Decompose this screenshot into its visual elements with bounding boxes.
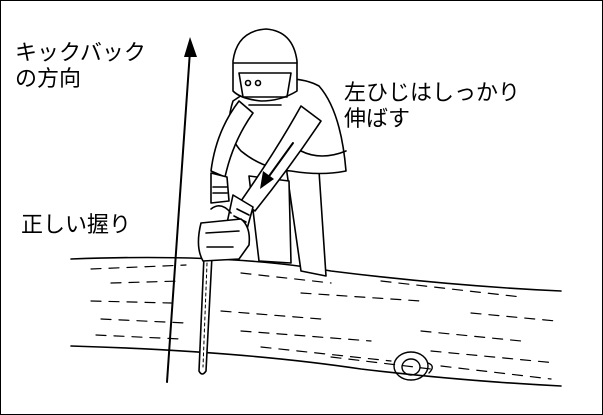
log-knot — [393, 351, 433, 381]
log — [70, 256, 562, 387]
elbow-label-line2: 伸ばす — [344, 107, 411, 132]
operator-torso — [228, 78, 347, 175]
kickback-direction-label: キックバック の方向 — [15, 41, 146, 93]
operator-far-glove — [210, 172, 230, 204]
kickback-arrow — [166, 37, 197, 383]
log-grain-lines — [90, 264, 557, 380]
chainsaw-body — [197, 205, 251, 262]
kickback-label-line2: の方向 — [15, 67, 82, 92]
elbow-instruction-label: 左ひじはしっかり 伸ばす — [344, 81, 520, 133]
log-bottom-edge — [70, 345, 562, 387]
motion-arrow — [260, 142, 294, 189]
kickback-label-line1: キックバック — [15, 41, 146, 66]
elbow-label-line1: 左ひじはしっかり — [344, 81, 521, 106]
correct-grip-label: 正しい握り — [21, 213, 132, 238]
guide-bar — [198, 255, 213, 375]
operator-back-leg — [285, 165, 327, 277]
log-top-edge — [70, 256, 562, 292]
